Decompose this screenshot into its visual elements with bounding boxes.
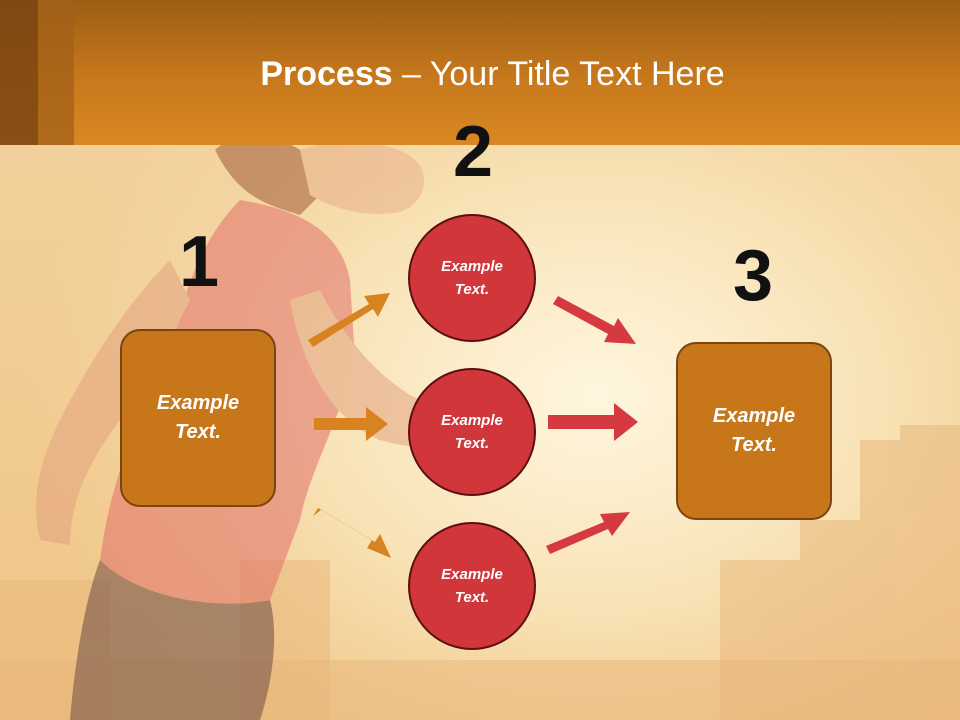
box-label-line1: Example xyxy=(156,392,240,414)
arrow-to-circle-3 xyxy=(313,508,391,558)
circle-label-line2: Text. xyxy=(454,435,490,452)
step-1-box: Example Text. xyxy=(120,329,276,507)
arrow-to-circle-1 xyxy=(308,293,390,347)
box-label-line2: Text. xyxy=(175,421,221,443)
step-2-circle-middle: Example Text. xyxy=(408,368,536,496)
step-number-3: 3 xyxy=(732,236,774,316)
title-bold: Process xyxy=(260,55,393,93)
slide-title: Process – Your Title Text Here xyxy=(0,52,960,96)
step-number-1: 1 xyxy=(178,222,220,302)
circle-label-line1: Example xyxy=(441,258,503,275)
box-label-line2: Text. xyxy=(731,434,777,456)
header-accent-stripe xyxy=(38,0,74,145)
arrow-from-circle-2 xyxy=(548,403,638,441)
step-2-circle-top: Example Text. xyxy=(408,214,536,342)
circle-label-line1: Example xyxy=(441,566,503,583)
title-rest: – Your Title Text Here xyxy=(392,55,725,93)
circle-label-line2: Text. xyxy=(454,589,490,606)
circle-label-line2: Text. xyxy=(454,281,490,298)
arrow-to-circle-2 xyxy=(314,407,388,441)
header-bar: Process – Your Title Text Here xyxy=(0,0,960,145)
step-3-box: Example Text. xyxy=(676,342,832,520)
arrow-from-circle-1 xyxy=(553,296,636,344)
step-2-circle-bottom: Example Text. xyxy=(408,522,536,650)
arrow-from-circle-3 xyxy=(546,512,630,554)
header-accent-stripe xyxy=(0,0,38,145)
box-label-line1: Example xyxy=(712,405,796,427)
circle-label-line1: Example xyxy=(441,412,503,429)
step-number-2: 2 xyxy=(452,112,494,192)
